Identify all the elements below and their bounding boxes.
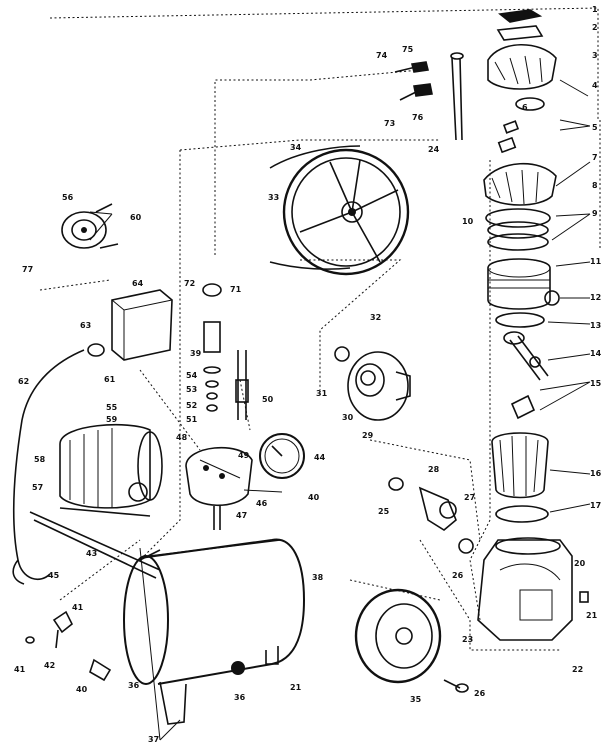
label-54: 54 bbox=[186, 371, 198, 380]
label-49: 49 bbox=[238, 451, 250, 460]
label-30: 30 bbox=[342, 413, 354, 422]
valve-parts bbox=[394, 52, 464, 141]
label-28: 28 bbox=[428, 465, 440, 474]
label-24: 24 bbox=[428, 145, 440, 154]
motor-pulley bbox=[61, 203, 119, 249]
label-5: 5 bbox=[592, 123, 598, 132]
label-52: 52 bbox=[186, 401, 197, 410]
label-6: 6 bbox=[522, 103, 528, 112]
label-34: 34 bbox=[290, 143, 302, 152]
label-38: 38 bbox=[312, 573, 324, 582]
wheel bbox=[354, 588, 469, 693]
fittings-column bbox=[202, 283, 249, 420]
label-20: 20 bbox=[574, 559, 586, 568]
label-40b: 40 bbox=[76, 685, 88, 694]
label-47: 47 bbox=[236, 511, 247, 520]
label-57: 57 bbox=[32, 483, 43, 492]
label-36a: 36 bbox=[234, 693, 246, 702]
label-7: 7 bbox=[592, 153, 598, 162]
label-22: 22 bbox=[572, 665, 583, 674]
label-8: 8 bbox=[592, 181, 598, 190]
label-36b: 36 bbox=[128, 681, 140, 690]
label-13: 13 bbox=[590, 321, 601, 330]
drain-valve bbox=[25, 610, 112, 682]
pressure-gauge bbox=[259, 433, 305, 479]
label-23: 23 bbox=[462, 635, 473, 644]
label-33: 33 bbox=[268, 193, 279, 202]
label-50: 50 bbox=[262, 395, 274, 404]
label-73: 73 bbox=[384, 119, 395, 128]
label-41a: 41 bbox=[14, 665, 26, 674]
cylinder-head-stack bbox=[483, 9, 560, 523]
electric-motor bbox=[59, 423, 163, 517]
crankcase bbox=[477, 537, 589, 641]
label-37: 37 bbox=[148, 735, 159, 744]
label-48: 48 bbox=[176, 433, 188, 442]
label-56: 56 bbox=[62, 193, 74, 202]
label-1: 1 bbox=[592, 5, 598, 14]
power-cord bbox=[12, 343, 105, 585]
label-55: 55 bbox=[106, 403, 118, 412]
label-59: 59 bbox=[106, 415, 118, 424]
label-25: 25 bbox=[378, 507, 390, 516]
callout-labels: 1 2 3 4 5 6 7 8 9 10 11 12 13 14 15 16 1… bbox=[14, 5, 602, 744]
label-26b: 26 bbox=[474, 689, 486, 698]
label-77: 77 bbox=[22, 265, 33, 274]
label-32: 32 bbox=[370, 313, 381, 322]
label-74: 74 bbox=[376, 51, 388, 60]
label-45: 45 bbox=[48, 571, 60, 580]
label-60: 60 bbox=[130, 213, 142, 222]
label-2: 2 bbox=[592, 23, 598, 32]
label-62: 62 bbox=[18, 377, 29, 386]
label-44: 44 bbox=[314, 453, 326, 462]
label-51: 51 bbox=[186, 415, 198, 424]
label-11: 11 bbox=[590, 257, 602, 266]
label-27: 27 bbox=[464, 493, 475, 502]
label-10: 10 bbox=[462, 217, 474, 226]
label-43: 43 bbox=[86, 549, 97, 558]
flywheel bbox=[269, 145, 410, 276]
air-tank bbox=[123, 538, 306, 725]
label-26a: 26 bbox=[452, 571, 464, 580]
label-61: 61 bbox=[104, 375, 116, 384]
label-71: 71 bbox=[230, 285, 242, 294]
label-15: 15 bbox=[590, 379, 602, 388]
label-12: 12 bbox=[590, 293, 601, 302]
label-21b: 21 bbox=[290, 683, 302, 692]
label-76: 76 bbox=[412, 113, 424, 122]
label-72: 72 bbox=[184, 279, 195, 288]
label-31: 31 bbox=[316, 389, 328, 398]
label-40a: 40 bbox=[308, 493, 320, 502]
label-4: 4 bbox=[592, 81, 598, 90]
crankshaft-assembly bbox=[334, 346, 474, 554]
label-42: 42 bbox=[44, 661, 55, 670]
label-9: 9 bbox=[592, 209, 598, 218]
manifold bbox=[185, 446, 253, 530]
label-21a: 21 bbox=[586, 611, 598, 620]
label-75: 75 bbox=[402, 45, 414, 54]
label-35: 35 bbox=[410, 695, 422, 704]
label-29: 29 bbox=[362, 431, 374, 440]
leader-lines bbox=[89, 79, 591, 741]
label-46: 46 bbox=[256, 499, 268, 508]
label-17: 17 bbox=[590, 501, 601, 510]
label-41b: 41 bbox=[72, 603, 84, 612]
label-64: 64 bbox=[132, 279, 144, 288]
label-53: 53 bbox=[186, 385, 197, 394]
base-rails bbox=[29, 511, 161, 579]
label-3: 3 bbox=[592, 51, 598, 60]
label-14: 14 bbox=[590, 349, 602, 358]
label-39: 39 bbox=[190, 349, 202, 358]
pressure-switch bbox=[111, 289, 173, 361]
label-63: 63 bbox=[80, 321, 91, 330]
label-16: 16 bbox=[590, 469, 602, 478]
label-58: 58 bbox=[34, 455, 46, 464]
